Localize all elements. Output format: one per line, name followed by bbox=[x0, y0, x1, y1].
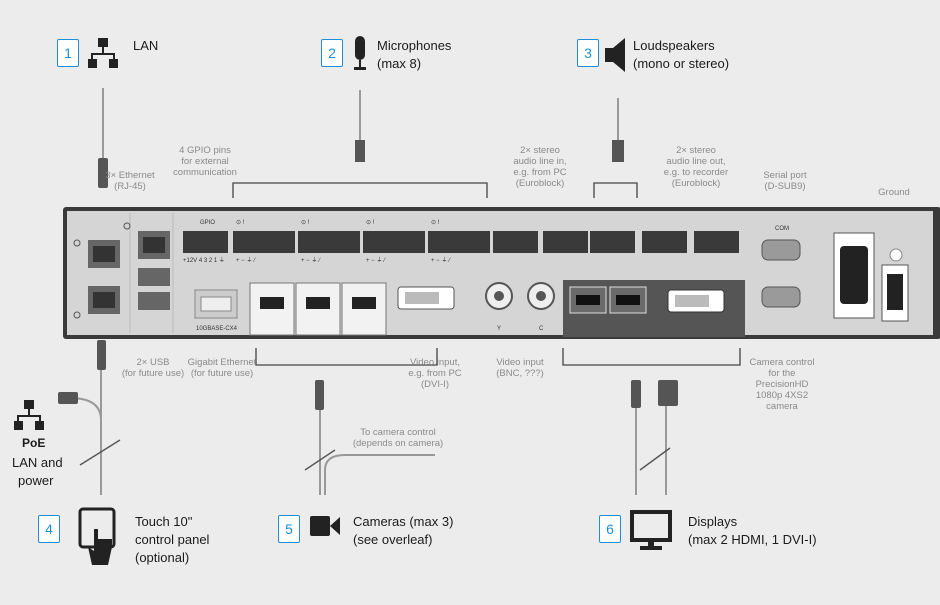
line-out-label: 2× stereo audio line out, e.g. to record… bbox=[663, 145, 729, 189]
cable-break-marks bbox=[79, 439, 671, 471]
cameras-label: Cameras (max 3) bbox=[353, 514, 454, 529]
video-outputs bbox=[563, 280, 745, 337]
line-in-label: 2× stereo audio line in, e.g. from PC (E… bbox=[513, 145, 567, 189]
callout-number-3: 3 bbox=[577, 39, 599, 67]
poe-label-2: power bbox=[18, 473, 54, 488]
camera-icon bbox=[310, 516, 340, 536]
svg-text:+ − ⏚ ⁄: + − ⏚ ⁄ bbox=[366, 257, 386, 264]
callout-number-2: 2 bbox=[321, 39, 343, 67]
microphones-sublabel: (max 8) bbox=[377, 56, 422, 71]
hdmi-inputs bbox=[249, 282, 387, 336]
loudspeakers-sublabel: (mono or stereo) bbox=[633, 56, 730, 71]
touch-panel-optional: (optional) bbox=[135, 550, 190, 565]
lan-label: LAN bbox=[133, 38, 159, 53]
svg-text:⊙ !: ⊙ ! bbox=[301, 220, 310, 226]
euroblock-connectors bbox=[183, 231, 739, 253]
gpio-pin-labels: +12V 4 3 2 1 ⏚ bbox=[183, 257, 225, 264]
com-label: COM bbox=[775, 226, 789, 232]
ethernet-ports bbox=[73, 222, 170, 319]
tengbase-label: 10GBASE-CX4 bbox=[196, 326, 238, 332]
svg-text:⊙ !: ⊙ ! bbox=[236, 220, 245, 226]
gpio-label: 4 GPIO pins for external communication bbox=[173, 145, 237, 178]
serial-ports bbox=[761, 239, 801, 308]
svg-text:⊙ !: ⊙ ! bbox=[431, 220, 440, 226]
rear-panel bbox=[63, 207, 940, 339]
camera-control-label: Camera control for the PrecisionHD 1080p… bbox=[749, 357, 815, 412]
displays-label: Displays bbox=[688, 514, 738, 529]
poe-network-icon bbox=[14, 400, 44, 430]
to-camera-label: To camera control (depends on camera) bbox=[352, 427, 444, 449]
touch-panel-icon bbox=[78, 507, 116, 565]
callout-number-6: 6 bbox=[599, 515, 621, 543]
serial-label: Serial port (D-SUB9) bbox=[763, 170, 807, 192]
ground-label: Ground bbox=[878, 187, 910, 198]
touch-panel-label: Touch 10" bbox=[135, 514, 193, 529]
gpio-title: GPIO bbox=[200, 220, 215, 226]
svg-text:⊙ !: ⊙ ! bbox=[366, 220, 375, 226]
gigabit-label: Gigabit Ethernet (for future use) bbox=[187, 357, 257, 379]
poe-badge: PoE bbox=[22, 436, 46, 450]
displays-sublabel: (max 2 HDMI, 1 DVI-I) bbox=[688, 532, 817, 547]
poe-label-1: LAN and bbox=[12, 455, 63, 470]
bnc-c-label: C bbox=[539, 326, 544, 332]
power-section bbox=[833, 232, 909, 322]
usb-label: 2× USB (for future use) bbox=[121, 357, 185, 379]
video-pc-label: Video input, e.g. from PC (DVI-I) bbox=[408, 357, 462, 390]
dvi-input bbox=[397, 286, 455, 310]
cable-connectors bbox=[58, 140, 678, 410]
loudspeakers-label: Loudspeakers bbox=[633, 38, 715, 53]
svg-text:+ − ⏚ ⁄: + − ⏚ ⁄ bbox=[236, 257, 256, 264]
tengbase-port bbox=[194, 289, 238, 319]
bnc-inputs bbox=[485, 282, 555, 310]
bnc-y-label: Y bbox=[497, 326, 501, 332]
touch-panel-sublabel: control panel bbox=[135, 532, 210, 547]
video-bnc-label: Video input (BNC, ???) bbox=[496, 357, 544, 379]
loudspeaker-icon bbox=[605, 38, 625, 72]
network-icon bbox=[88, 38, 118, 68]
callout-number-4: 4 bbox=[38, 515, 60, 543]
svg-text:+ − ⏚ ⁄: + − ⏚ ⁄ bbox=[431, 257, 451, 264]
microphones-label: Microphones bbox=[377, 38, 452, 53]
callout-number-5: 5 bbox=[278, 515, 300, 543]
display-icon bbox=[630, 510, 672, 550]
microphone-icon bbox=[354, 36, 366, 70]
brackets bbox=[232, 182, 741, 366]
mic-pin-labels: ⊙ ! ⊙ ! ⊙ ! ⊙ ! + − ⏚ ⁄ + − ⏚ ⁄ + − ⏚ ⁄ + − ⏚ … bbox=[236, 220, 451, 264]
ethernet-label: 3× Ethernet (RJ-45) bbox=[105, 170, 155, 192]
svg-text:+ − ⏚ ⁄: + − ⏚ ⁄ bbox=[301, 257, 321, 264]
cameras-sublabel: (see overleaf) bbox=[353, 532, 433, 547]
callout-number-1: 1 bbox=[57, 39, 79, 67]
